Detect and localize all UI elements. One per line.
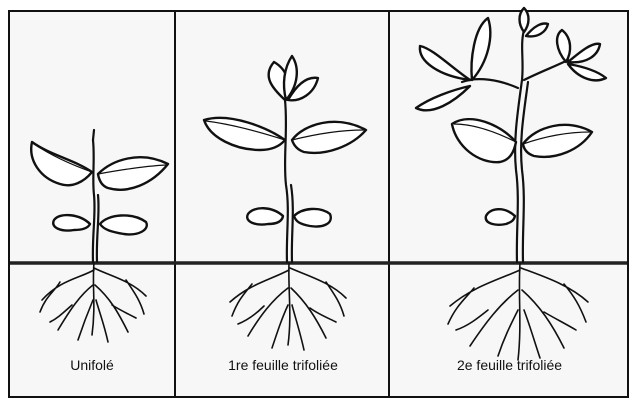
leaf-upper-left-b: [472, 18, 491, 80]
roots: [448, 263, 588, 360]
cotyledon: [486, 209, 515, 224]
cotyledon-left: [53, 215, 90, 230]
plant-unifoliate: [31, 130, 168, 342]
caption-second-trifoliate: 2e feuille trifoliée: [390, 357, 629, 373]
cotyledon-right: [294, 209, 331, 227]
stem: [285, 100, 288, 262]
stem: [93, 140, 95, 262]
apical-bud: [520, 8, 529, 32]
roots: [230, 263, 346, 350]
plant-first-trifoliate: [204, 56, 366, 350]
leaf-right: [98, 157, 168, 189]
plant-second-trifoliate: [416, 8, 606, 360]
leaf-upper-left-c: [416, 86, 470, 110]
roots: [40, 263, 146, 342]
leaf-mid-left: [452, 119, 516, 162]
caption-unifoliate: Unifolé: [8, 357, 176, 373]
cotyledon-left: [247, 208, 283, 224]
caption-first-trifoliate: 1re feuille trifoliée: [176, 357, 390, 373]
leaf-upper-left-a: [420, 46, 470, 80]
leaf-upper-right-b: [568, 44, 600, 63]
leaf-upper-right-a: [557, 30, 570, 62]
leaf-upper-right-c: [568, 64, 606, 80]
cotyledon-right: [100, 215, 147, 234]
